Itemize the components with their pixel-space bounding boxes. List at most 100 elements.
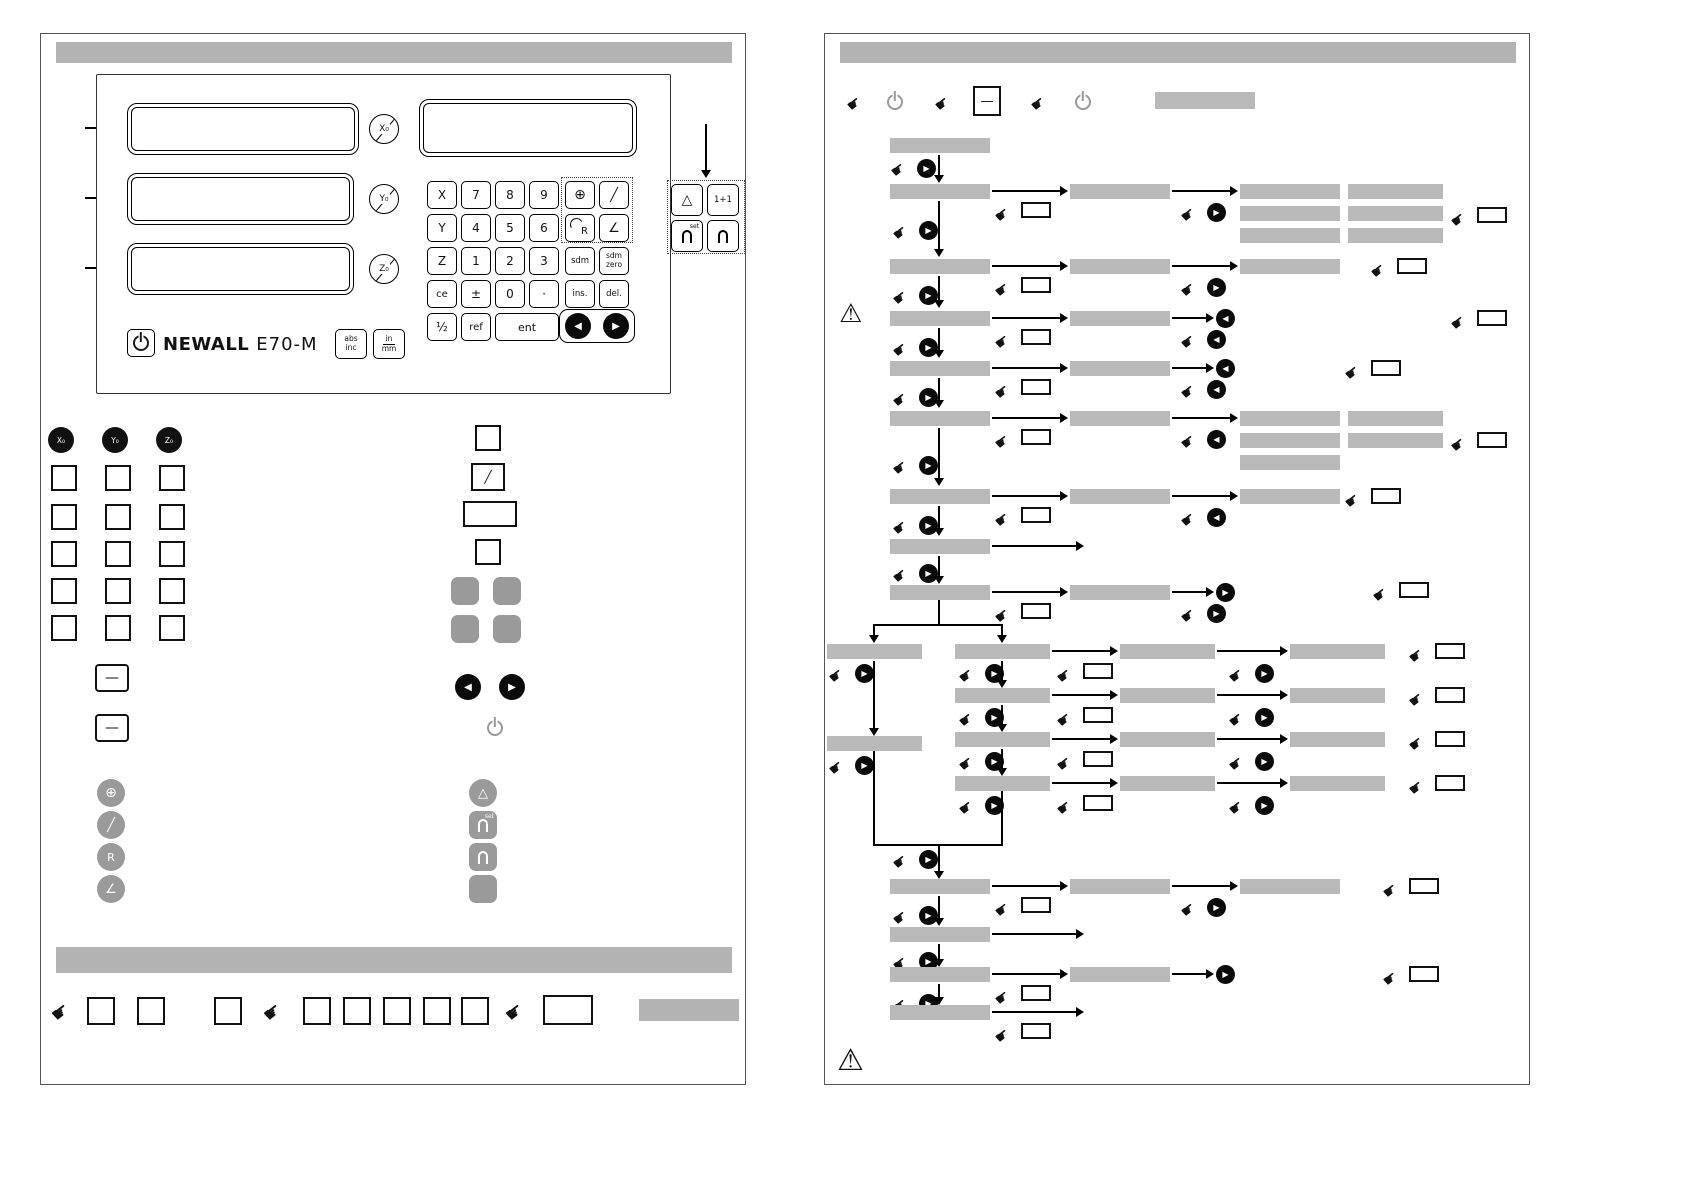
flow-step-box: [890, 1005, 990, 1020]
key-placeholder-box: [1399, 582, 1429, 598]
flow-arrow: [997, 749, 1007, 776]
key-placeholder-box: [1083, 751, 1113, 767]
nav-right-legend-icon: ▶: [499, 674, 525, 700]
footer-key-box: [423, 997, 451, 1025]
flow-step-box: [1290, 776, 1385, 791]
key-placeholder-box: [1021, 329, 1051, 345]
dash-key-icon: —: [973, 86, 1001, 116]
flow-step-box: [890, 259, 990, 274]
brand-name: NEWALL: [163, 334, 250, 355]
nav-right-key: ▶: [603, 313, 629, 339]
flow-arrow: [934, 155, 944, 183]
press-hand-icon: ☛: [1404, 731, 1428, 756]
nav-key-group: [559, 309, 635, 343]
inc-label: inc: [345, 343, 357, 352]
sdm-zero-label-bottom: zero: [605, 260, 623, 269]
press-hand-icon: ☛: [990, 277, 1014, 302]
footer-key-box: [383, 997, 411, 1025]
key-3: 3: [529, 247, 559, 275]
flow-step-box: [955, 688, 1050, 703]
flow-arrow: [1172, 186, 1238, 196]
flow-arrow: [869, 661, 879, 736]
next-arrow-key-icon: ▶: [919, 850, 938, 869]
callout-arrow-down: [701, 124, 711, 178]
flow-arrow: [992, 929, 1084, 939]
prev-arrow-key-icon: ◀: [1207, 330, 1226, 349]
legend-box: [105, 615, 131, 641]
power-icon: [133, 335, 149, 351]
flow-step-box: [1240, 228, 1340, 243]
flow-step-box: [1240, 879, 1340, 894]
flow-arrow: [1052, 690, 1118, 700]
legend-box: [159, 504, 185, 530]
flow-arrow: [1172, 261, 1238, 271]
flow-arrow: [992, 1007, 1084, 1017]
next-arrow-key-icon: ▶: [985, 796, 1004, 815]
flow-arrow: [934, 984, 944, 1005]
flow-step-box: [1155, 92, 1255, 109]
flow-arrow: [992, 313, 1068, 323]
next-arrow-key-icon: ▶: [919, 906, 938, 925]
model-name: E70-M: [256, 334, 318, 355]
x-zero-legend-icon: X₀: [48, 427, 74, 453]
flow-arrow: [934, 201, 944, 257]
next-arrow-key-icon: ▶: [919, 388, 938, 407]
dash-key-legend: —: [95, 714, 129, 742]
centre-find-icon: ⊕: [574, 187, 586, 203]
x-axis-display: [127, 103, 359, 155]
press-hand-icon: ☛: [990, 507, 1014, 532]
press-hand-icon: ☛: [888, 905, 912, 930]
press-hand-icon: ☛: [990, 429, 1014, 454]
flow-arrow: [992, 587, 1068, 597]
press-hand-icon: ☛: [990, 329, 1014, 354]
flow-step-box: [1240, 259, 1340, 274]
legend-box: [51, 504, 77, 530]
x-zero-label: X₀: [378, 124, 390, 134]
press-hand-icon: ☛: [45, 997, 75, 1027]
flow-arrow: [992, 186, 1068, 196]
legend-box: [51, 578, 77, 604]
key-placeholder-box: [1021, 603, 1051, 619]
press-hand-icon: ☛: [954, 707, 978, 732]
prev-arrow-key-icon: ◀: [1216, 359, 1235, 378]
flow-arrow: [1052, 646, 1118, 656]
manual-page-right: ☛ ☛ — ☛ ☛ ▶ ☛ ☛ ☛ ▶ ☛ ▶ ☛ ☛ ☛ ▶ ☛ ▶ ⚠ ◀ …: [824, 33, 1530, 1085]
y-zero-label: Y₀: [378, 194, 390, 204]
press-hand-icon: ☛: [1404, 775, 1428, 800]
x-zero-button: X₀: [369, 114, 399, 144]
sdm-key: sdm: [565, 247, 595, 275]
key-placeholder-box: [1021, 897, 1051, 913]
press-hand-icon: ☛: [930, 91, 954, 116]
press-hand-icon: ☛: [1176, 277, 1200, 302]
angle-function-key: △: [671, 184, 703, 216]
key-placeholder-box: [1021, 379, 1051, 395]
mm-label: mm: [381, 343, 397, 353]
flow-line: [873, 751, 875, 845]
flow-arrow: [997, 705, 1007, 732]
key-half: ½: [427, 313, 457, 341]
press-hand-icon: ☛: [1368, 582, 1392, 607]
key-placeholder-box: [1397, 258, 1427, 274]
key-placeholder-box: [1435, 643, 1465, 659]
flow-arrow: [1172, 491, 1238, 501]
key-placeholder-box: [1477, 310, 1507, 326]
abs-label: abs: [344, 334, 358, 344]
manual-page-left: X₀ Y₀ Z₀ X 7 8 9 Y 4 5 6 Z 1 2 3 ce ± 0 …: [40, 33, 746, 1085]
diagonal-legend-icon: ╱: [97, 811, 125, 839]
press-hand-icon: ☛: [1224, 707, 1248, 732]
legend-box: [159, 615, 185, 641]
key-y: Y: [427, 214, 457, 242]
flow-arrow: [1172, 969, 1214, 979]
key-x: X: [427, 181, 457, 209]
flow-arrow: [992, 491, 1068, 501]
footer-wide-key-box: [543, 995, 593, 1025]
flow-arrow: [1217, 646, 1288, 656]
key-placeholder-box: [1435, 687, 1465, 703]
flow-step-box: [1070, 361, 1170, 376]
footer-gray-box: [639, 999, 739, 1021]
angle-legend-icon: ∠: [97, 875, 125, 903]
next-arrow-key-icon: ▶: [1255, 708, 1274, 727]
flow-step-box: [1348, 206, 1443, 221]
press-hand-icon: ☛: [1340, 360, 1364, 385]
flow-step-box: [1348, 184, 1443, 199]
